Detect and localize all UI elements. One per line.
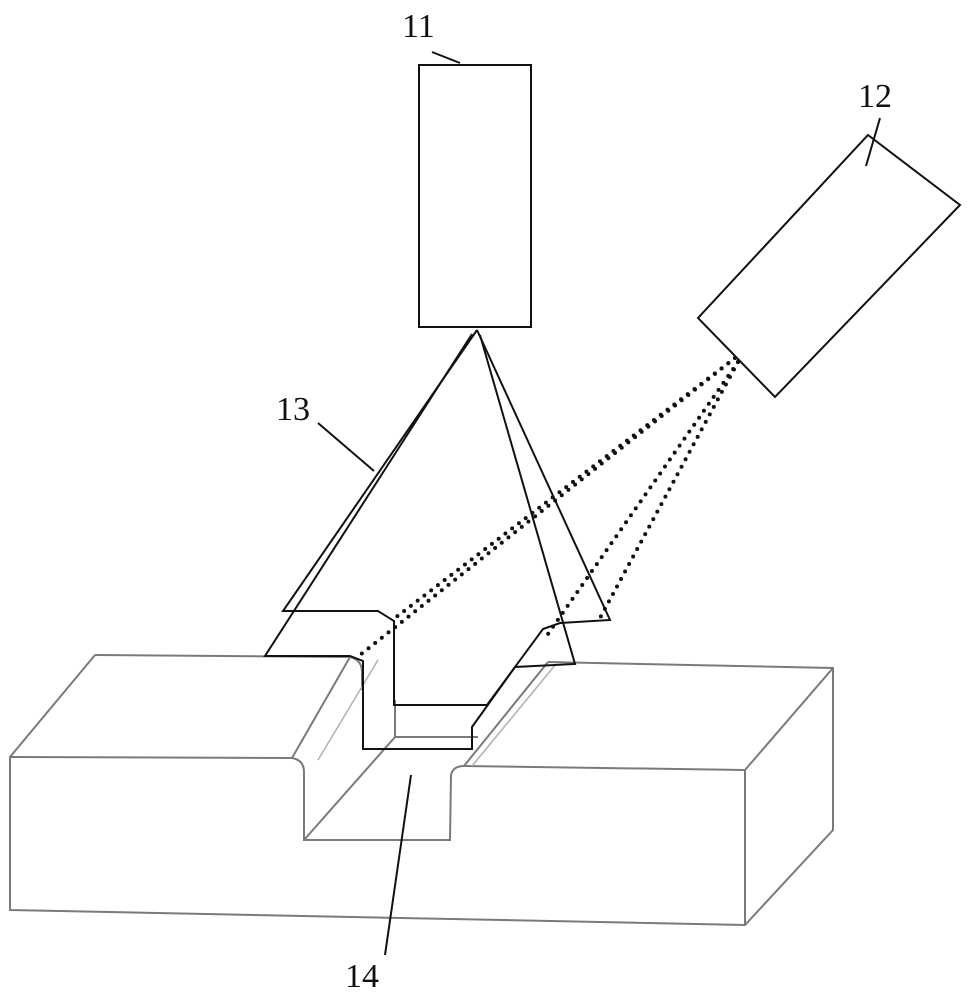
leader-line-13 [318, 423, 374, 471]
leader-line-14 [385, 775, 411, 955]
workpiece-block [10, 655, 833, 925]
camera-box [698, 135, 960, 397]
label-12: 12 [858, 80, 892, 114]
projector-box [419, 65, 531, 327]
label-11: 11 [402, 10, 435, 44]
light-plane [265, 330, 610, 749]
camera-view-rays [360, 358, 738, 655]
label-14: 14 [345, 960, 379, 994]
leader-line-11 [432, 52, 460, 63]
label-13: 13 [276, 393, 310, 427]
